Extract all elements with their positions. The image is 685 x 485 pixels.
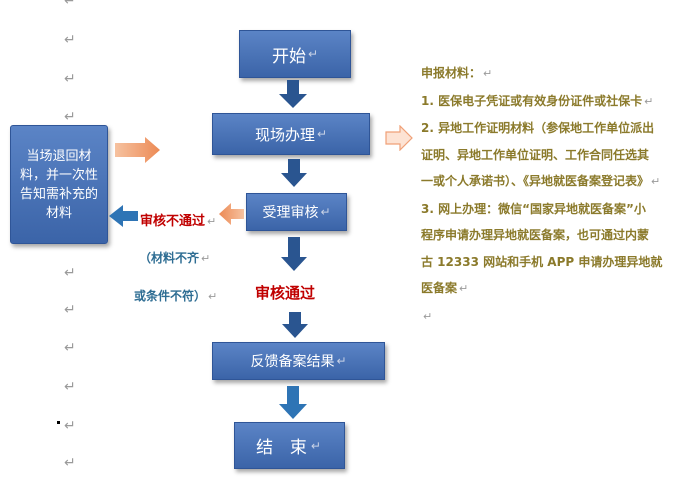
paragraph-mark: ↵: [64, 302, 76, 318]
start-box: 开始↵: [239, 30, 351, 78]
paragraph-mark: ↵: [64, 109, 76, 125]
paragraph-mark: ↵: [64, 32, 76, 48]
paragraph-mark: ↵: [64, 379, 76, 395]
arrow-left-orange: [219, 203, 244, 225]
paragraph-mark: ↵: [64, 71, 76, 87]
review-fail-label: 审核不通过↵: [140, 214, 217, 229]
fail-note-line2: 或条件不符）↵: [134, 289, 218, 303]
end-box: 结 束↵: [234, 422, 345, 469]
arrow-right-orange: [115, 137, 160, 163]
fail-note-line1: （材料不齐↵: [139, 251, 211, 265]
paragraph-mark: ↵: [64, 265, 76, 281]
feedback-box: 反馈备案结果↵: [212, 342, 385, 380]
arrow-left-blue: [109, 205, 138, 227]
end-label: 结 束: [256, 438, 309, 458]
review-label: 受理审核: [262, 205, 319, 221]
paragraph-mark: ↵: [64, 0, 76, 9]
start-label: 开始: [271, 46, 306, 67]
materials-item-2-line-3: 一或个人承诺书）、《异地就医备案登记表》↵: [421, 174, 661, 188]
arrow-down-2: [281, 159, 307, 187]
paragraph-mark: ↵: [316, 127, 328, 141]
review-pass-label: 审核通过: [255, 284, 316, 302]
arrow-right-outline: [385, 125, 413, 151]
arrow-down-5: [279, 386, 307, 419]
materials-heading: 申报材料：↵: [421, 66, 493, 80]
materials-text: 申报材料：↵ 1. 医保电子凭证或有效身份证件或社保卡↵ 2. 异地工作证明材料…: [421, 60, 683, 330]
arrow-down-4: [282, 312, 308, 338]
materials-trailing-mark: ↵: [423, 309, 433, 323]
materials-item-3-line-1: 3. 网上办理：微信“国家异地就医备案”小: [421, 201, 646, 216]
paragraph-mark: ↵: [336, 354, 347, 368]
paragraph-mark: ↵: [208, 290, 218, 303]
materials-item-3-line-2: 程序申请办理异地就医备案，也可通过内蒙: [421, 228, 650, 242]
paragraph-mark: ↵: [307, 47, 319, 61]
arrow-down-1: [279, 80, 307, 108]
onsite-label: 现场办理: [254, 125, 315, 144]
paragraph-mark: ↵: [310, 438, 323, 453]
paragraph-mark: ↵: [201, 252, 211, 265]
materials-item-2-line-2: 证明、异地工作单位证明、工作合同任选其: [421, 147, 650, 162]
onsite-box: 现场办理↵: [212, 113, 370, 155]
materials-item-2-line-1: 2. 异地工作证明材料（参保地工作单位派出: [421, 121, 655, 135]
paragraph-mark: ↵: [64, 340, 76, 356]
paragraph-mark: ↵: [64, 455, 76, 471]
paragraph-mark: ↵: [320, 205, 331, 219]
paragraph-mark: ↵: [207, 215, 217, 228]
return-materials-box: 当场退回材料，并一次性告知需补充的材料: [10, 125, 108, 244]
arrow-down-3: [281, 237, 307, 271]
cursor-dot: [57, 421, 60, 424]
return-materials-text: 当场退回材料，并一次性告知需补充的材料: [19, 148, 98, 221]
feedback-label: 反馈备案结果: [250, 354, 335, 370]
materials-item-3-line-4: 医备案↵: [421, 281, 469, 295]
paragraph-mark: ↵: [64, 418, 76, 434]
review-box: 受理审核↵: [246, 193, 347, 231]
materials-item-1: 1. 医保电子凭证或有效身份证件或社保卡↵: [421, 93, 654, 108]
materials-item-3-line-3: 古 12333 网站和手机 APP 申请办理异地就: [421, 254, 663, 269]
